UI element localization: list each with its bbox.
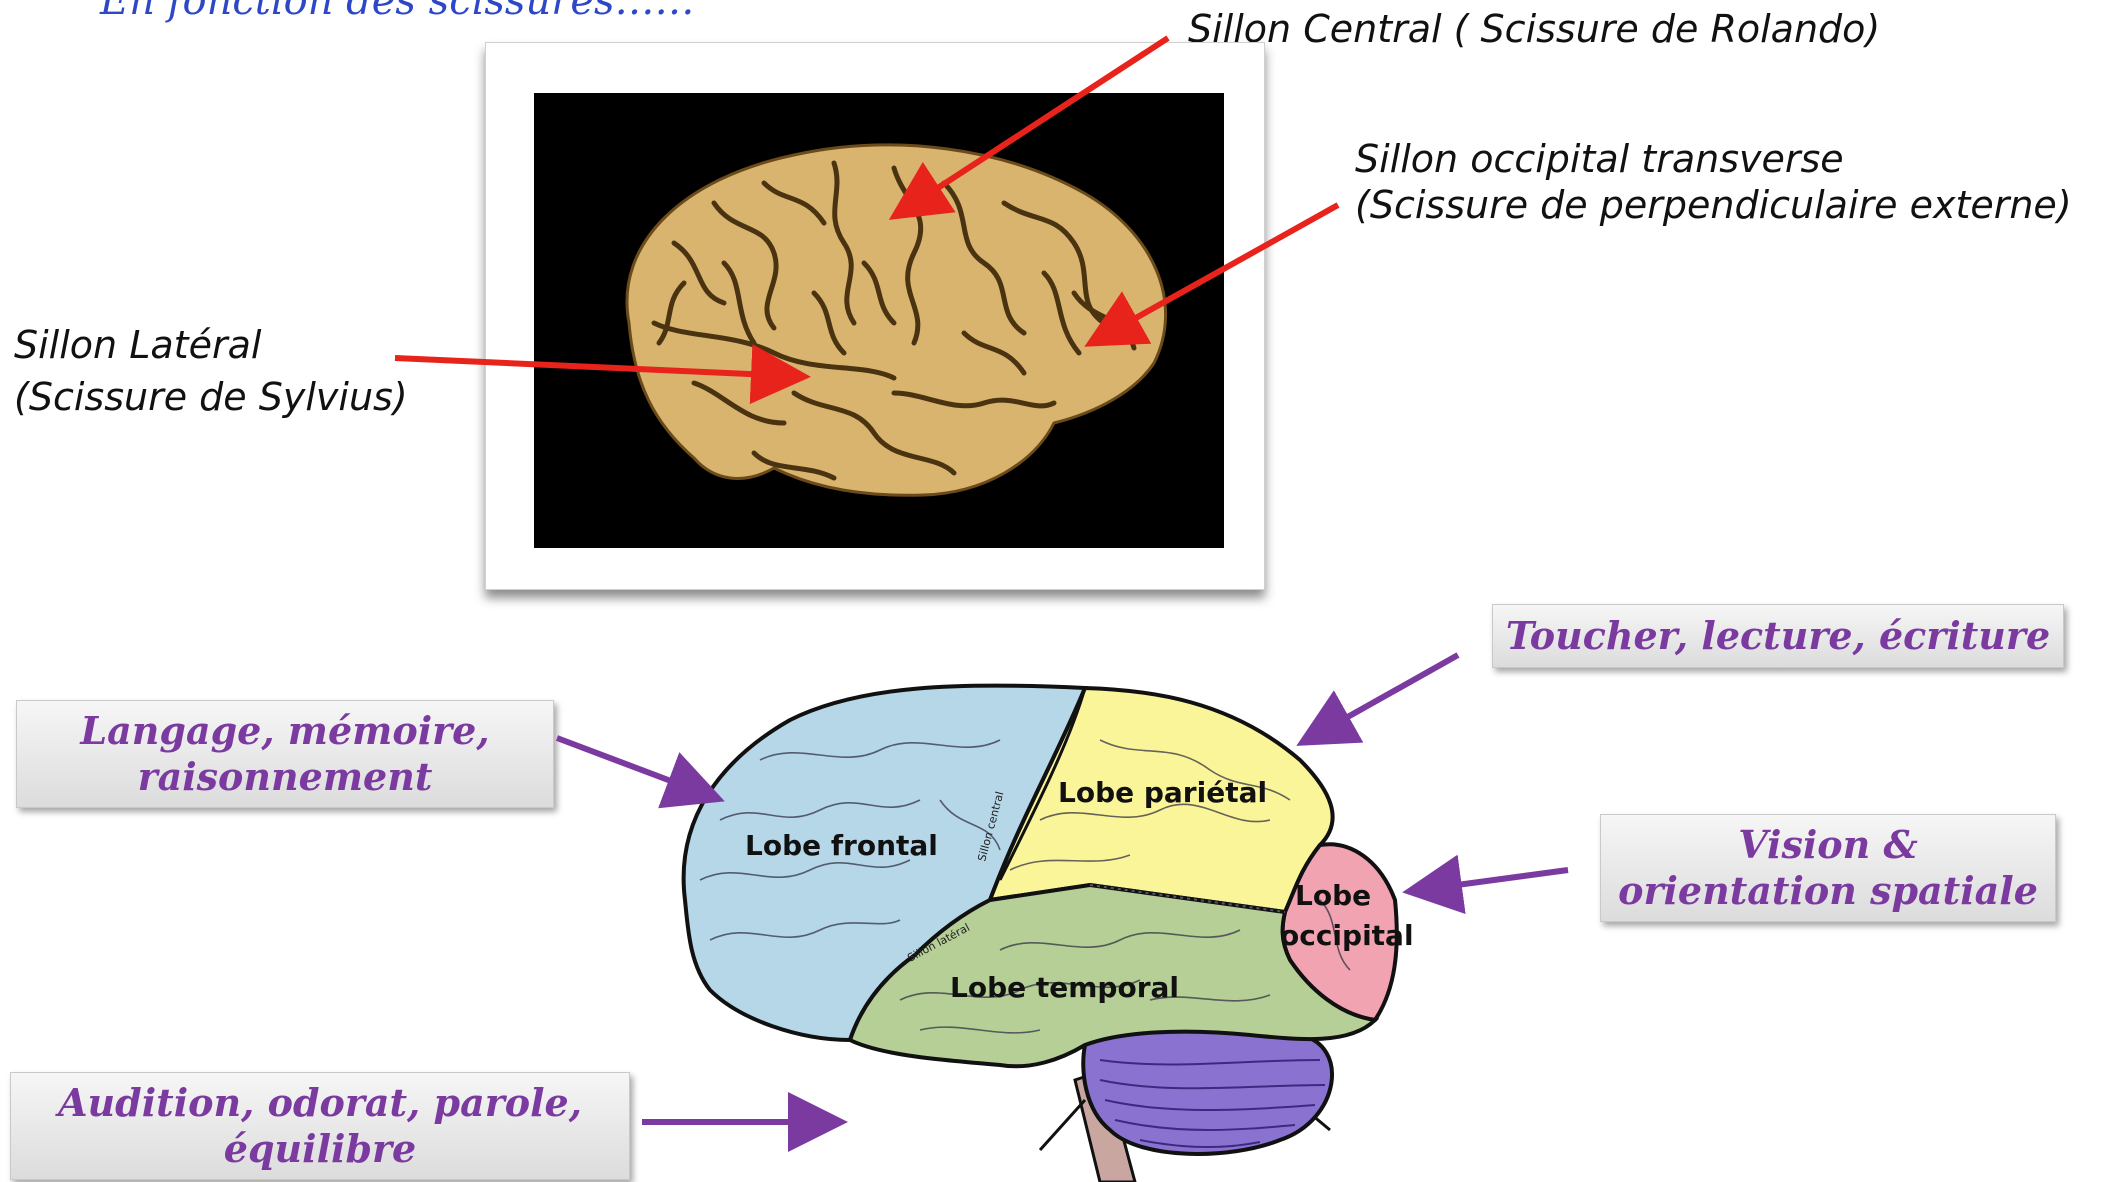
lateral-sulcus-arrow	[395, 358, 793, 376]
occipital-lobe-label-line2: occipital	[1280, 919, 1414, 952]
lobe-diagram: Lobe frontal Lobe pariétal Lobe occipita…	[684, 686, 1414, 1182]
central-sulcus-arrow	[904, 38, 1168, 210]
occipital-sulcus-arrow	[1100, 205, 1338, 338]
occipital-lobe-label-line1: Lobe	[1295, 879, 1371, 912]
temporal-lobe-label: Lobe temporal	[950, 971, 1179, 1004]
parietal-lobe-label: Lobe pariétal	[1058, 776, 1267, 809]
language-arrow	[557, 738, 708, 795]
frontal-lobe-label: Lobe frontal	[745, 829, 938, 862]
vision-arrow	[1420, 870, 1568, 890]
touch-arrow	[1312, 655, 1458, 737]
